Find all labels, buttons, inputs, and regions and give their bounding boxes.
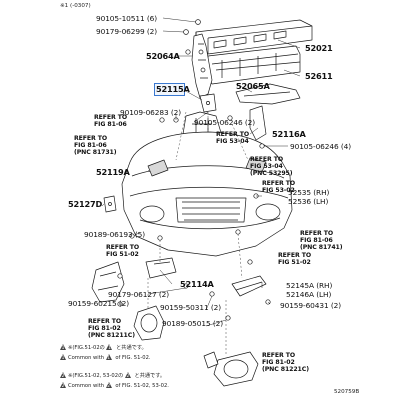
part-90109-06283[interactable]: 90109-06283 (2) <box>120 108 182 117</box>
part-90189-05015[interactable]: 90189-05015 (2) <box>162 319 224 328</box>
warning-triangle-icon <box>105 354 112 360</box>
lower-spoiler-drawing <box>145 257 177 279</box>
lower-bracket-drawing <box>231 275 267 297</box>
part-90105-10511[interactable]: 90105-10511 (6) <box>96 14 158 23</box>
part-90189-06193[interactable]: 90189-06193 (5) <box>84 230 146 239</box>
part-52064a[interactable]: 52064A <box>146 51 180 61</box>
part-90179-06299[interactable]: 90179-06299 (2) <box>96 27 158 36</box>
warning-triangle-icon <box>60 344 66 350</box>
right-fog-lamp-drawing <box>203 351 259 387</box>
part-52065a[interactable]: 52065A <box>236 81 270 91</box>
part-52119a[interactable]: 52119A <box>96 167 130 177</box>
part-52127d[interactable]: 52127D <box>68 199 103 209</box>
fastener-drawings <box>117 19 271 321</box>
warning-triangle-icon <box>60 354 66 360</box>
part-52116a[interactable]: 52116A <box>272 129 306 139</box>
part-52115a[interactable]: 52115A <box>156 84 190 94</box>
warning-triangle-icon <box>60 372 66 378</box>
clip-drawing <box>103 195 117 213</box>
part-90159-50311[interactable]: 90159-50311 (2) <box>160 303 222 312</box>
part-90105-06246-2[interactable]: 90105-06246 (2) <box>194 118 256 127</box>
bumper-arm-drawing <box>191 33 213 99</box>
bumper-cover-drawing <box>121 131 293 257</box>
dashed-guides <box>147 111 249 356</box>
warning-triangle-icon <box>60 382 66 388</box>
leader-lines <box>101 17 301 327</box>
part-52536-lh[interactable]: 52536 (LH) <box>288 197 329 206</box>
inner-bracket-drawing <box>199 93 217 113</box>
left-splash-shield-drawing <box>91 261 125 303</box>
part-90179-06127[interactable]: 90179-06127 (2) <box>108 290 170 299</box>
part-52115a-highlight <box>154 83 185 96</box>
left-fog-lamp-drawing <box>133 305 165 341</box>
bumper-reinforcement-drawing <box>195 19 313 55</box>
part-52021[interactable]: 52021 <box>305 43 333 53</box>
header-code: ※1 (-0307) <box>60 3 91 9</box>
part-52114a[interactable]: 52114A <box>180 279 214 289</box>
part-52611[interactable]: 52611 <box>305 71 333 81</box>
part-52146a-lh[interactable]: 52146A (LH) <box>286 290 332 299</box>
part-52535-rh[interactable]: 52535 (RH) <box>288 188 330 197</box>
warning-triangle-icon <box>106 344 113 350</box>
warning-triangle-icon <box>124 372 131 378</box>
part-90159-60431[interactable]: 90159-60431 (2) <box>280 301 342 310</box>
part-52145a-rh[interactable]: 52145A (RH) <box>286 281 333 290</box>
warning-triangle-icon <box>105 382 112 388</box>
figure-code: 520759B <box>334 389 360 395</box>
part-90159-60215[interactable]: 90159-60215 (2) <box>68 299 130 308</box>
side-retainer-drawing <box>235 83 301 141</box>
part-90105-06246-4[interactable]: 90105-06246 (4) <box>290 142 352 151</box>
